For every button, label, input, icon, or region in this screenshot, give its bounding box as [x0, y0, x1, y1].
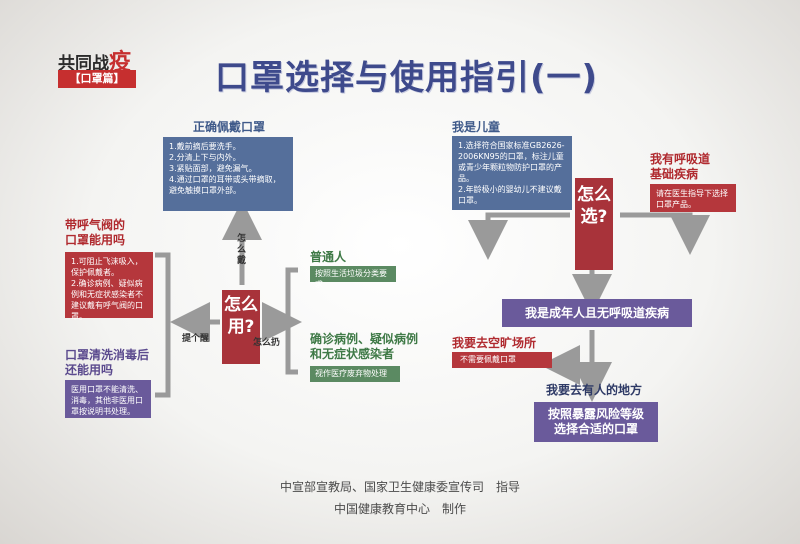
adult-box: 我是成年人且无呼吸道疾病 [502, 299, 692, 327]
how-to-use-center: 怎么用? [222, 290, 260, 364]
page-title: 口罩选择与使用指引(一) [215, 58, 599, 98]
crowded-text-1: 按照暴露风险等级 [547, 407, 644, 421]
valve-label-1: 带呼气阀的 [65, 218, 126, 232]
bracket-right [285, 267, 298, 375]
patients-label-2: 和无症状感染者 [310, 347, 395, 361]
disease-label-2: 基础疾病 [650, 167, 699, 181]
valve-box: 1.可阻止飞沫吸入，保护佩戴者。 2.确诊病例、疑似病例和无症状感染者不建议戴有… [65, 252, 153, 321]
how-to-choose-center: 怎么选? [575, 178, 613, 270]
valve-item: 1.可阻止飞沫吸入，保护佩戴者。 [71, 257, 143, 277]
valve-label-2: 口罩能用吗 [65, 233, 126, 247]
wear-item: 4.通过口罩的耳带或头带摘取，避免触摸口罩外部。 [169, 175, 281, 195]
arrow-to-open [540, 330, 595, 385]
logo-text: 共同战疫 [58, 49, 132, 75]
bracket-left [155, 252, 171, 398]
arrow-to-disease [620, 212, 710, 255]
wear-tag: 怎么戴 [237, 234, 247, 266]
child-item: 2.年龄极小的婴幼儿不建议戴口罩。 [458, 185, 562, 205]
wear-box: 1.戴前摘后要洗手。 2.分清上下与内外。 3.紧贴面部，避免漏气。 4.通过口… [163, 137, 293, 211]
patients-box: 视作医疗废弃物处理 [310, 366, 400, 382]
tip-tag: 提个醒 [182, 334, 210, 344]
crowded-label: 我要去有人的地方 [546, 383, 643, 397]
wear-item: 3.紧贴面部，避免漏气。 [169, 164, 257, 173]
child-item: 1.选择符合国家标准GB2626-2006KN95的口罩，标注儿童或青少年颗粒物… [458, 141, 565, 183]
crowded-box: 按照暴露风险等级 选择合适的口罩 [534, 402, 658, 442]
wear-item: 2.分清上下与内外。 [169, 153, 241, 162]
wear-label: 正确佩戴口罩 [193, 120, 266, 134]
logo-badge: 【口罩篇】 [58, 70, 136, 88]
patients-label-1: 确诊病例、疑似病例 [310, 332, 419, 346]
footer-producer: 中国健康教育中心 制作 [333, 502, 466, 516]
crowded-text-2: 选择合适的口罩 [553, 422, 638, 436]
dispose-tag: 怎么扔 [253, 338, 281, 348]
ordinary-box: 按照生活垃圾分类要求 [310, 266, 396, 289]
reuse-box: 医用口罩不能清洗、消毒，其他非医用口罩按说明书处理。 [65, 380, 151, 418]
child-label: 我是儿童 [452, 120, 501, 134]
child-box: 1.选择符合国家标准GB2626-2006KN95的口罩，标注儿童或青少年颗粒物… [452, 136, 572, 210]
disease-box: 请在医生指导下选择口罩产品。 [650, 184, 736, 212]
valve-item: 2.确诊病例、疑似病例和无症状感染者不建议戴有呼气阀的口罩。 [71, 279, 143, 321]
arrow-to-child [468, 212, 570, 260]
footer-guidance: 中宣部宣教局、国家卫生健康委宣传司 指导 [279, 480, 520, 494]
wear-item: 1.戴前摘后要洗手。 [169, 142, 241, 151]
disease-label-1: 我有呼吸道 [650, 152, 711, 166]
open-label: 我要去空旷场所 [452, 336, 537, 350]
open-box: 不需要佩戴口罩 [452, 352, 552, 368]
reuse-label-1: 口罩清洗消毒后 [65, 348, 150, 362]
reuse-label-2: 还能用吗 [65, 363, 114, 377]
ordinary-label: 普通人 [310, 250, 347, 264]
